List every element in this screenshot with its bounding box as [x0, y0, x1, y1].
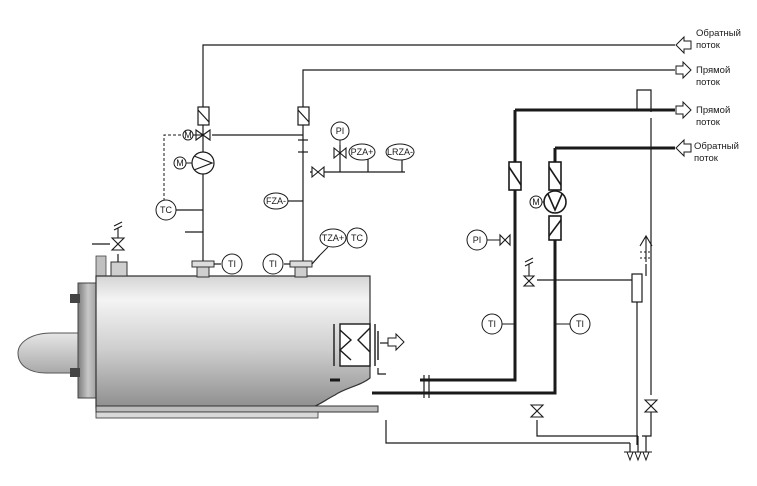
relief-valve-circuit-spring: [524, 257, 534, 276]
supply-top-label-2: поток: [696, 77, 721, 88]
relief-valve-circuit: [522, 275, 536, 287]
ti-boiler-left-bubble: [221, 253, 243, 275]
pumps: [191, 151, 567, 214]
lrza-bubble: [385, 143, 415, 161]
flanges: [298, 139, 430, 398]
pi-top-label: PI: [336, 126, 345, 136]
front-bracket-top: [70, 294, 80, 303]
motor-valve-label: M: [184, 130, 192, 140]
return-top-label-1: Обратный: [696, 28, 741, 39]
connection-labels: Обратный поток Прямой поток Прямой поток…: [694, 28, 741, 164]
connection-arrows: [675, 35, 692, 158]
check-valve-center: [297, 106, 310, 126]
boiler-base: [95, 411, 319, 419]
fza-bubble: [263, 192, 289, 210]
bypass-valve: [311, 165, 325, 179]
pza-label: PZA+: [351, 147, 374, 157]
boiler-shell: [95, 275, 371, 409]
flue-outlet-arrow: [387, 332, 405, 352]
motor-valve-icon: [182, 129, 194, 141]
supply-right-label-1: Прямой: [696, 105, 730, 116]
gauge-valve: [333, 146, 347, 160]
thick-piping: [330, 108, 675, 395]
motor-pump-right-label: M: [532, 197, 540, 207]
front-bracket-bottom: [70, 368, 80, 377]
burner: [17, 332, 79, 374]
supply-right-label-2: поток: [696, 117, 721, 128]
fza-label: FZA-: [266, 196, 286, 206]
return-right-arrow: [675, 138, 692, 158]
heat-exchanger: [333, 323, 405, 367]
flow-meter-return: [548, 215, 562, 241]
return-right-label-1: Обратный: [694, 141, 739, 152]
thin-piping: [92, 44, 675, 452]
ti-return-label: TI: [576, 319, 584, 329]
return-right-label-2: поток: [694, 153, 719, 164]
tc-right-bubble: [346, 227, 368, 249]
motor-pump-right-icon: [529, 195, 543, 209]
level-transmitter: [631, 273, 643, 303]
boiler-skid: [95, 405, 379, 413]
front-stub: [95, 255, 107, 279]
pza-bubble: [348, 143, 376, 161]
motor-pump-left-label: M: [176, 158, 184, 168]
motor-markers: M M M: [173, 129, 544, 209]
return-top-label-2: поток: [696, 40, 721, 51]
tza-bubble: [319, 228, 347, 248]
safety-valve: [110, 237, 126, 251]
drain-valve-right: [643, 399, 659, 413]
nozzle-right-flange: [289, 260, 313, 268]
ti-boiler-right-bubble: [262, 253, 284, 275]
signal-line: [163, 134, 186, 201]
check-valve-return: [548, 161, 562, 191]
check-valve-left: [197, 106, 210, 126]
motor-pump-left-icon: [173, 156, 187, 170]
supply-top-arrow: [675, 60, 692, 80]
return-top-arrow: [675, 35, 692, 55]
nozzle-left: [196, 266, 210, 278]
safety-valve-nozzle: [110, 261, 128, 277]
tza-label: TZA+: [322, 233, 344, 243]
lrza-label: LRZA-: [387, 147, 413, 157]
circuit-pi-valve: [499, 233, 511, 247]
drain-funnels: [624, 451, 652, 462]
supply-top-label-1: Прямой: [696, 65, 730, 76]
nozzle-left-flange: [191, 260, 215, 268]
valves: [110, 128, 659, 418]
ti-supply-label: TI: [488, 319, 496, 329]
boiler-front-plate: [77, 282, 99, 399]
circulation-pump-boiler: [191, 151, 215, 175]
tc-right-label: TC: [351, 233, 363, 243]
tc-left-bubble: [155, 199, 177, 221]
check-valve-supply: [508, 161, 522, 191]
nozzle-right: [294, 266, 308, 278]
flow-elements: [197, 106, 643, 303]
instrument-labels: PI PZA+ LRZA- FZA- TC TZA+ TC TI TI PI T…: [160, 126, 584, 329]
safety-valve-spring: [113, 221, 123, 238]
ti-boiler-left-label: TI: [228, 259, 236, 269]
instrument-leads: [319, 140, 570, 325]
drain-valve-left: [529, 404, 545, 418]
tc-left-label: TC: [160, 205, 172, 215]
pi-circuit-label: PI: [473, 235, 482, 245]
supply-right-arrow: [675, 100, 692, 120]
circulation-pump-return: [543, 190, 567, 214]
ti-boiler-right-label: TI: [269, 259, 277, 269]
boiler: [17, 255, 379, 419]
